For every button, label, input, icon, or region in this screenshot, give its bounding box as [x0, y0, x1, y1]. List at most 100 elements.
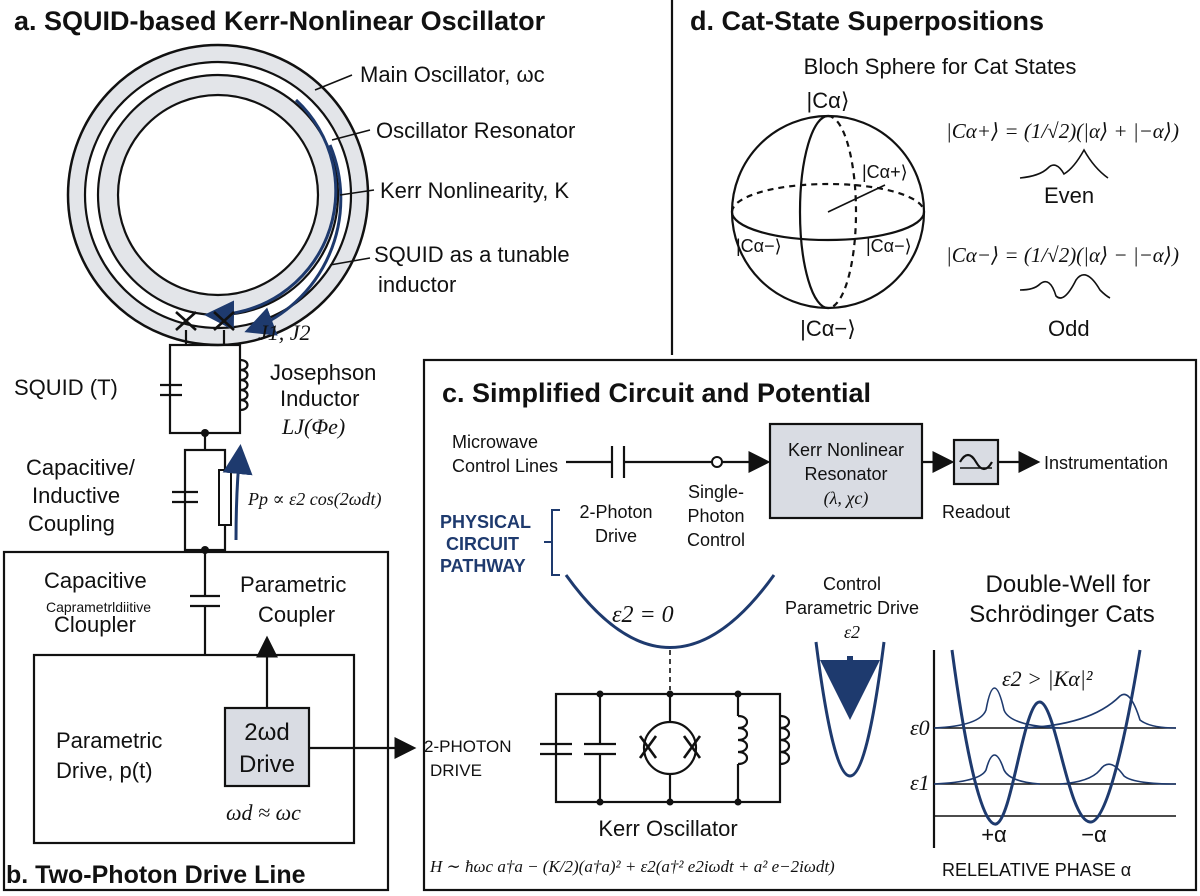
- microwave-label-1: Microwave: [452, 432, 538, 452]
- ring-hole: [116, 93, 320, 297]
- kerr-junction-2: [682, 735, 702, 759]
- kerr-box-label-1: Kerr Nonlinear: [788, 440, 904, 460]
- eps-zero-label: ε2 = 0: [612, 602, 674, 628]
- panel-c: c. Simplified Circuit and Potential Micr…: [422, 358, 1198, 892]
- resonator-label: Oscillator Resonator: [376, 118, 575, 143]
- panel-d: d. Cat-State Superpositions Bloch Sphere…: [670, 0, 1179, 355]
- bloch-meridian-back: [827, 114, 858, 310]
- control-drive-label-2: Parametric Drive: [785, 598, 919, 618]
- pathway-label-3: PATHWAY: [440, 556, 526, 576]
- two-photon-label-1: 2-Photon: [579, 502, 652, 522]
- bloch-inner-plus: |Cα+⟩: [862, 162, 908, 182]
- wavefunction-eps0-right: [1019, 693, 1177, 729]
- drive-box-label-2: Drive: [239, 751, 295, 778]
- josephson-label-2: Inductor: [280, 386, 360, 411]
- bloch-bottom-state: |Cα−⟩: [800, 316, 856, 341]
- kerr-resonator-box: [768, 422, 924, 520]
- panel-b-title: b. Two-Photon Drive Line: [6, 861, 306, 889]
- kerr-box-label-2: Resonator: [804, 464, 887, 484]
- control-drive-label-1: Control: [823, 574, 881, 594]
- oscillator-rings: [66, 43, 370, 347]
- two-photon-drive-label-2: DRIVE: [430, 761, 482, 780]
- coupling-label-1: Capacitive/: [26, 455, 136, 480]
- coupling-circuit: [172, 448, 232, 554]
- main-oscillator-label: Main Oscillator, ωc: [360, 62, 545, 87]
- coupling-resistor: [218, 469, 232, 526]
- pump-label: Pp ∝ ε2 cos(2ωdt): [247, 489, 381, 510]
- capacitive-coupler-label-1: Capacitive: [44, 568, 147, 593]
- bloch-equator-front: [730, 211, 926, 242]
- bloch-inner-right: |Cα−⟩: [866, 236, 912, 256]
- panel-b-frame: [2, 550, 390, 892]
- coupling-label-3: Coupling: [28, 511, 115, 536]
- resonance-condition: ωd ≈ ωc: [226, 800, 301, 825]
- even-equation: |Cα+⟩ = (1/√2)(|α⟩ + |−α⟩): [946, 119, 1179, 143]
- squid-circuit: [160, 330, 249, 450]
- panel-a-title: a. SQUID-based Kerr-Nonlinear Oscillator: [14, 6, 546, 36]
- double-well-potential: [950, 649, 1142, 826]
- pathway-label-2: CIRCUIT: [446, 534, 519, 554]
- double-well-title-2: Schrödinger Cats: [969, 601, 1154, 628]
- squid-label-1: SQUID as a tunable: [374, 242, 570, 267]
- double-well-plot: [932, 649, 1177, 848]
- bloch-sphere: [730, 114, 926, 310]
- josephson-label-3: LJ(Φe): [281, 414, 345, 439]
- junctions-label: J1, J2: [258, 320, 311, 345]
- plus-alpha-label: +α: [981, 822, 1007, 847]
- josephson-inductor-coil: [239, 358, 249, 412]
- panel-d-title: d. Cat-State Superpositions: [690, 6, 1044, 36]
- bloch-top-state: |Cα⟩: [807, 88, 850, 113]
- capacitive-coupler-label-2: Cloupler: [54, 612, 136, 637]
- bloch-title: Bloch Sphere for Cat States: [804, 54, 1077, 79]
- eps1-label: ε1: [910, 770, 930, 795]
- panel-c-title: c. Simplified Circuit and Potential: [442, 378, 871, 408]
- kerr-oscillator-label: Kerr Oscillator: [598, 816, 737, 841]
- double-well-title-1: Double-Well for: [986, 571, 1151, 598]
- instrumentation-label: Instrumentation: [1044, 453, 1168, 473]
- kerr-label: Kerr Nonlinearity, K: [380, 178, 569, 203]
- double-well-condition: ε2 > |Kα|²: [1002, 666, 1093, 691]
- parametric-drive-label-2: Drive, p(t): [56, 758, 153, 783]
- hamiltonian: H ∼ ħωc a†a − (K/2)(a†a)² + ε2(a†² e2iωd…: [429, 857, 835, 876]
- eps0-label: ε0: [910, 715, 930, 740]
- parametric-drive-label-1: Parametric: [56, 728, 162, 753]
- pathway-bracket: [544, 509, 560, 576]
- relative-phase-axis-label: RELELATIVE PHASE α: [942, 860, 1131, 880]
- josephson-junctions: [175, 311, 235, 331]
- microwave-label-2: Control Lines: [452, 456, 558, 476]
- leader-kerr: [339, 189, 375, 196]
- kerr-inductor-1: [737, 714, 749, 766]
- panel-c-frame: [422, 358, 1198, 892]
- squid-label-2: inductor: [378, 272, 456, 297]
- odd-label: Odd: [1048, 316, 1090, 341]
- squid-loop: [168, 343, 242, 435]
- kerr-oscillator-circuit: [540, 690, 791, 806]
- even-label: Even: [1044, 183, 1094, 208]
- bloch-equator-back: [730, 182, 926, 213]
- two-photon-label-2: Drive: [595, 526, 637, 546]
- parametric-coupler-label-1: Parametric: [240, 572, 346, 597]
- single-photon-label-3: Control: [687, 530, 745, 550]
- josephson-label-1: Josephson: [270, 360, 376, 385]
- junction-cross-2: [213, 311, 235, 331]
- bloch-meridian-front: [798, 114, 829, 310]
- squid-t-label: SQUID (T): [14, 375, 118, 400]
- minus-alpha-label: −α: [1081, 822, 1107, 847]
- wavefunction-eps0-left: [933, 687, 1061, 729]
- pump-arrow: [222, 444, 253, 541]
- kerr-inductor-2: [779, 714, 791, 766]
- drive-box-label-1: 2ωd: [244, 719, 289, 746]
- leader-resonator: [331, 129, 371, 141]
- parametric-coupler-label-2: Coupler: [258, 602, 335, 627]
- single-well-potential: [564, 574, 776, 649]
- capacitive-coupler-label-small: Caprametrldiitive: [46, 599, 151, 615]
- pathway-label-1: PHYSICAL: [440, 512, 531, 532]
- kerr-junction-1: [638, 735, 658, 759]
- control-node: [711, 456, 723, 468]
- two-photon-drive-label-1: 2-PHOTON: [424, 737, 512, 756]
- current-arrow-outer: [244, 144, 343, 336]
- single-photon-label-2: Photon: [687, 506, 744, 526]
- coupling-label-2: Inductive: [32, 483, 120, 508]
- junction-cross-1: [175, 311, 197, 331]
